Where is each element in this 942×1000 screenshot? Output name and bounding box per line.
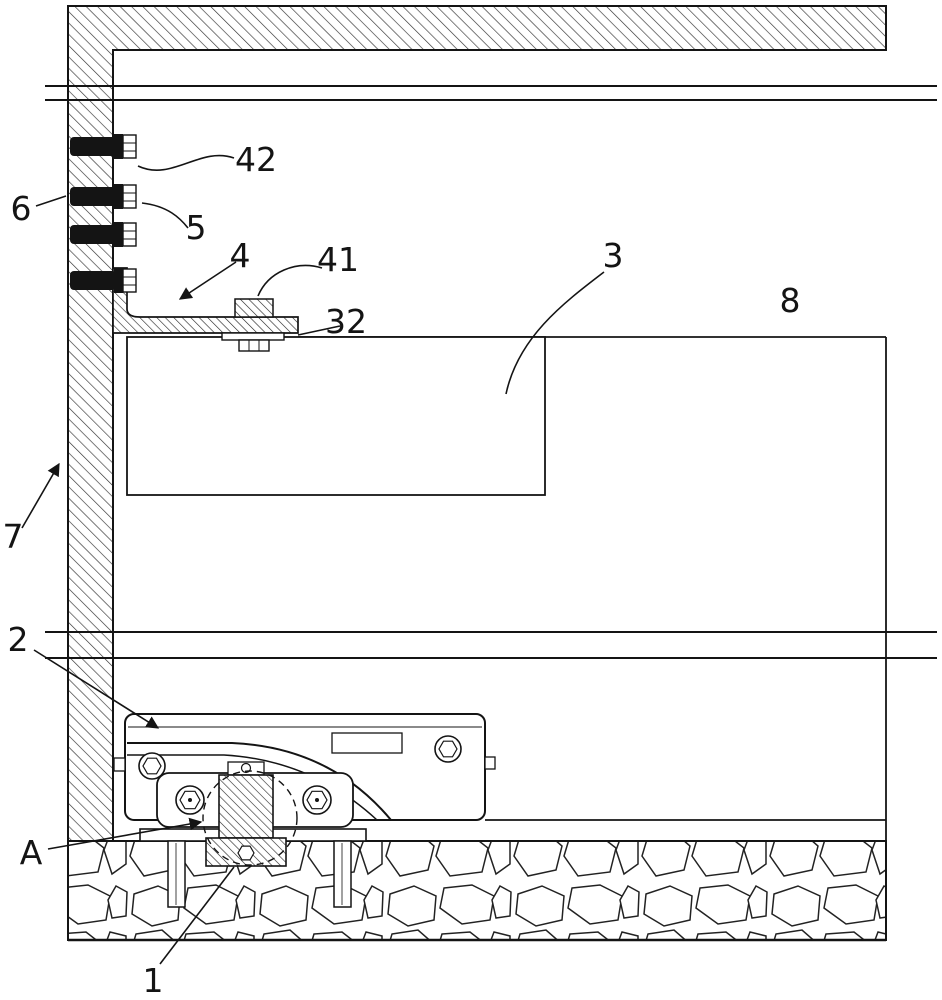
leader-32 [297,325,341,336]
leader-41 [257,264,323,297]
machine-curve-band-inner [127,754,378,821]
damper-clevis-pin-hex [237,845,255,861]
label-7: 7 [3,517,24,556]
leader-3 [505,271,605,395]
carriage-bolt-left-hex [179,790,201,810]
hanger-bolt-head [234,298,274,318]
machine-window [331,732,403,754]
foundation [67,840,887,942]
panel-3 [126,336,546,496]
anchor-post-right [333,840,352,908]
label-2: 2 [8,620,29,659]
label-42: 42 [235,140,277,179]
damper-top-pin [240,762,252,774]
wall-anchor-bolt-4 [69,267,137,294]
hanger-bolt-assembly [221,298,285,352]
label-A: A [20,833,43,872]
carriage-bolt-right-hex [306,790,328,810]
leader-1 [159,866,235,965]
leader-2-arrow [33,649,160,729]
leader-6 [35,195,67,207]
hanger-nut [238,339,270,352]
label-32: 32 [325,302,367,341]
label-3: 3 [603,236,624,275]
machine-bolt-right-hex [438,740,458,758]
angle-bracket-body [112,267,299,334]
anchor-post-left [167,840,186,908]
label-5: 5 [186,208,207,247]
leader-7-arrow [21,462,60,529]
panel-3-outline [126,336,546,496]
foundation-rubble [67,840,887,941]
machine-bolt-right-ring [434,735,462,763]
label-6: 6 [11,189,32,228]
damper-block [218,774,274,839]
leader-4-arrow [178,261,237,300]
label-8: 8 [780,281,801,320]
wall-anchor-bolt-3 [69,221,137,248]
wall-anchor-bolt-1 [69,133,137,160]
upper-rail-lines [45,85,937,101]
leader-lines [21,154,605,965]
leader-A-arrow [47,817,203,850]
angle-bracket [112,267,299,334]
middle-rail-lines [45,631,937,659]
carriage-bolt-right-dot [315,798,319,802]
carriage-bolt-left-dot [188,798,192,802]
machine-unit [113,713,496,867]
label-1: 1 [143,961,164,1000]
leader-42 [137,154,235,171]
wall-anchor-bolt-2 [69,183,137,210]
machine-right-nub [484,756,496,770]
label-41: 41 [317,240,359,279]
hanger-washer-plate [221,332,285,341]
machine-bolt-left-hex [142,757,162,775]
detail-circle-A [202,770,298,866]
machine-bolt-left-ring [138,752,166,780]
machine-left-nub [113,757,126,772]
leader-5 [141,202,189,229]
machine-curve-band-outer [127,742,392,821]
label-4: 4 [230,236,251,275]
reference-numerals: 42 6 5 4 41 32 3 8 7 2 A 1 [3,140,801,1000]
